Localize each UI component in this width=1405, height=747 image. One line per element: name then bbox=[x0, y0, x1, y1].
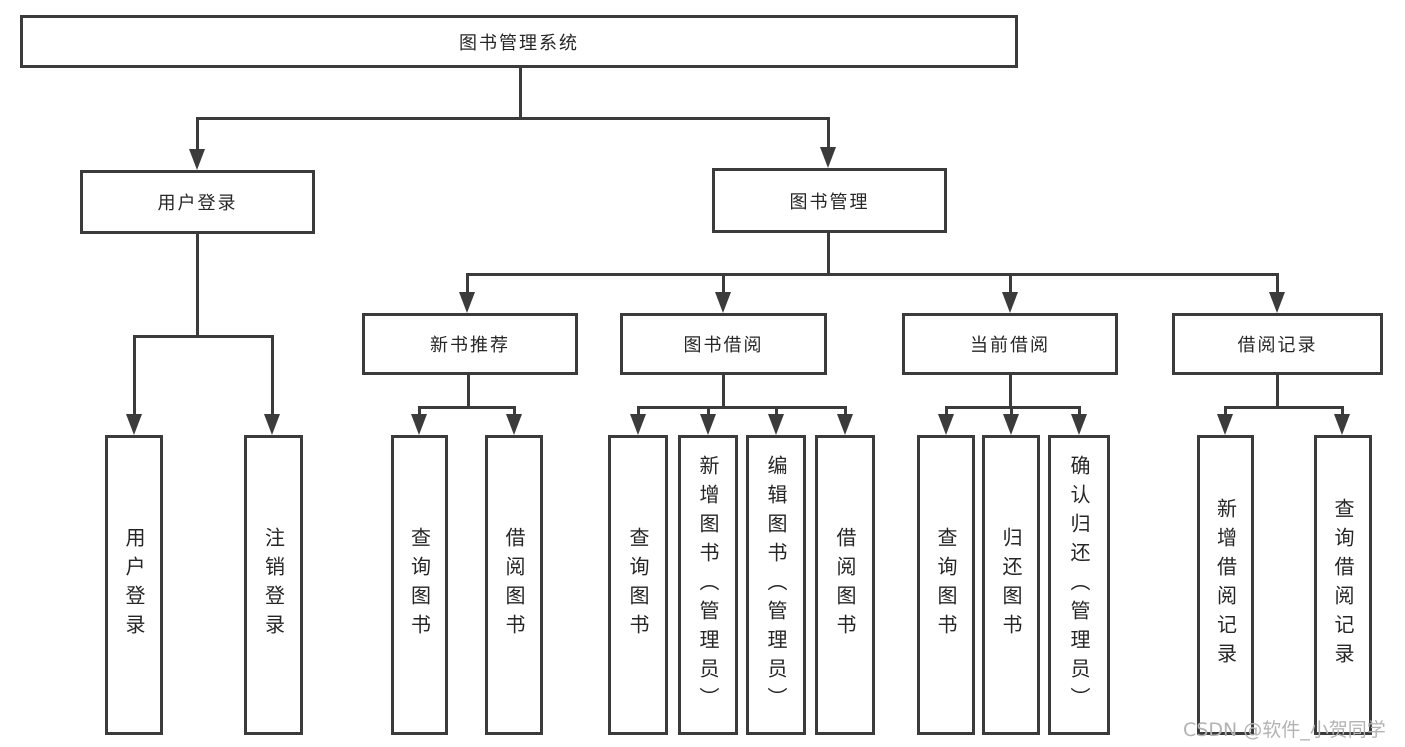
connector-drop-leaf bbox=[418, 406, 421, 417]
node-library-system: 图书管理系统 bbox=[20, 15, 1018, 68]
node-borrowing-records-label: 借阅记录 bbox=[1237, 335, 1318, 356]
node-book-borrowing: 图书借阅 bbox=[620, 313, 827, 375]
node-current-borrowing-label: 当前借阅 bbox=[970, 335, 1050, 356]
connector-user-login-bus bbox=[133, 335, 274, 338]
arrow-down-icon bbox=[264, 414, 280, 435]
node-book-borrowing-label: 图书借阅 bbox=[683, 335, 764, 356]
connector-drop-leaf bbox=[945, 406, 948, 417]
connector-root-bus bbox=[197, 117, 830, 120]
connector-drop-leaf bbox=[1078, 406, 1081, 417]
leaf-recommend-borrow-books: 借阅图书 bbox=[485, 435, 543, 735]
arrow-down-icon bbox=[768, 414, 784, 435]
leaf-borrow-books: 借阅图书 bbox=[815, 435, 875, 735]
leaf-edit-books-admin: 编辑图书（管理员） bbox=[746, 435, 806, 735]
arrow-down-icon bbox=[1334, 414, 1350, 435]
leaf-recommend-query-books: 查询图书 bbox=[391, 435, 448, 735]
connector-new-book-stem bbox=[467, 375, 470, 406]
connector-current-borrow-stem bbox=[1009, 375, 1012, 406]
connector-borrow-records-stem bbox=[1276, 375, 1279, 406]
connector-drop-leaf bbox=[844, 406, 847, 417]
connector-drop-leaf bbox=[1224, 406, 1227, 417]
leaf-recommend-borrow-books-label: 借阅图书 bbox=[502, 527, 526, 643]
connector-root-stem bbox=[519, 68, 522, 117]
arrow-down-icon bbox=[1071, 414, 1087, 435]
connector-drop-leaf bbox=[1010, 406, 1013, 417]
connector-book-mgmt-stem bbox=[827, 233, 830, 273]
arrow-down-icon bbox=[938, 414, 954, 435]
connector-drop-borrow-records bbox=[1276, 273, 1279, 294]
arrow-down-icon bbox=[820, 147, 836, 168]
connector-drop-leaf bbox=[707, 406, 710, 417]
leaf-recommend-query-books-label: 查询图书 bbox=[407, 527, 432, 643]
leaf-query-borrow-record: 查询借阅记录 bbox=[1314, 435, 1372, 735]
connector-drop-leaf bbox=[1341, 406, 1344, 417]
leaf-current-query-books-label: 查询图书 bbox=[934, 527, 958, 643]
leaf-current-query-books: 查询图书 bbox=[917, 435, 975, 735]
arrow-down-icon bbox=[1217, 414, 1233, 435]
leaf-add-books-admin: 新增图书（管理员） bbox=[678, 435, 738, 735]
node-book-management: 图书管理 bbox=[712, 168, 947, 233]
leaf-logout: 注销登录 bbox=[244, 435, 303, 735]
node-borrowing-records: 借阅记录 bbox=[1172, 313, 1383, 375]
node-new-book-recommend: 新书推荐 bbox=[362, 313, 578, 375]
leaf-add-books-admin-label: 新增图书（管理员） bbox=[696, 454, 720, 716]
leaf-add-borrow-record: 新增借阅记录 bbox=[1197, 435, 1254, 735]
arrow-down-icon bbox=[1003, 414, 1019, 435]
node-library-system-label: 图书管理系统 bbox=[459, 32, 579, 54]
arrow-down-icon bbox=[715, 292, 731, 313]
csdn-watermark: CSDN @软件_小贺同学 bbox=[1183, 719, 1386, 741]
connector-drop-leaf bbox=[513, 406, 516, 417]
arrow-down-icon bbox=[506, 414, 522, 435]
connector-drop-new-book bbox=[466, 273, 469, 294]
connector-drop-book-borrow bbox=[722, 273, 725, 294]
connector-drop-leaf bbox=[637, 406, 640, 417]
node-new-book-recommend-label: 新书推荐 bbox=[430, 335, 510, 356]
arrow-down-icon bbox=[1002, 292, 1018, 313]
connector-book-mgmt-bus bbox=[466, 273, 1279, 276]
leaf-confirm-return-admin-label: 确认归还（管理员） bbox=[1067, 454, 1091, 716]
connector-book-borrow-stem bbox=[722, 375, 725, 406]
leaf-user-login: 用户登录 bbox=[105, 435, 163, 735]
connector-drop-leaf bbox=[271, 335, 274, 417]
leaf-user-login-label: 用户登录 bbox=[122, 527, 146, 643]
arrow-down-icon bbox=[700, 414, 716, 435]
leaf-borrow-query-books-label: 查询图书 bbox=[626, 527, 650, 643]
connector-borrow-records-bus bbox=[1224, 406, 1344, 409]
connector-drop-current-borrow bbox=[1009, 273, 1012, 294]
connector-drop-book-mgmt bbox=[827, 117, 830, 150]
leaf-logout-label: 注销登录 bbox=[261, 527, 286, 643]
node-book-management-label: 图书管理 bbox=[789, 191, 870, 213]
leaf-borrow-query-books: 查询图书 bbox=[608, 435, 668, 735]
connector-new-book-bus bbox=[418, 406, 516, 409]
arrow-down-icon bbox=[411, 414, 427, 435]
leaf-add-borrow-record-label: 新增借阅记录 bbox=[1213, 498, 1238, 672]
leaf-return-books-label: 归还图书 bbox=[999, 527, 1023, 643]
node-user-login: 用户登录 bbox=[80, 170, 315, 234]
connector-drop-user-login bbox=[196, 117, 199, 152]
connector-drop-leaf bbox=[133, 335, 136, 417]
leaf-return-books: 归还图书 bbox=[982, 435, 1040, 735]
arrow-down-icon bbox=[459, 292, 475, 313]
arrow-down-icon bbox=[1269, 292, 1285, 313]
connector-book-borrow-bus bbox=[637, 406, 847, 409]
leaf-query-borrow-record-label: 查询借阅记录 bbox=[1331, 498, 1355, 672]
node-user-login-label: 用户登录 bbox=[157, 193, 238, 214]
connector-drop-leaf bbox=[775, 406, 778, 417]
leaf-borrow-books-label: 借阅图书 bbox=[833, 527, 857, 643]
arrow-down-icon bbox=[126, 414, 142, 435]
node-current-borrowing: 当前借阅 bbox=[902, 313, 1118, 375]
connector-user-login-stem bbox=[196, 234, 199, 335]
arrow-down-icon bbox=[189, 149, 205, 170]
leaf-confirm-return-admin: 确认归还（管理员） bbox=[1048, 435, 1110, 735]
leaf-edit-books-admin-label: 编辑图书（管理员） bbox=[764, 454, 788, 716]
arrow-down-icon bbox=[837, 414, 853, 435]
arrow-down-icon bbox=[630, 414, 646, 435]
